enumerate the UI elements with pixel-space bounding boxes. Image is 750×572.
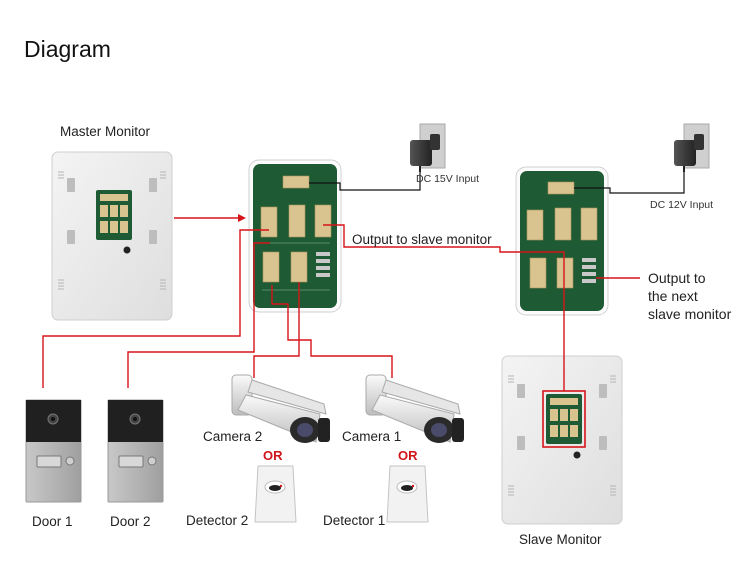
door-2-wire <box>127 242 270 388</box>
output-next-label-line3: slave monitor <box>648 306 732 322</box>
power-wires <box>309 172 685 194</box>
or-label-camera-2: OR <box>263 448 283 463</box>
master-distribution-box <box>248 159 342 313</box>
camera-1 <box>365 374 464 443</box>
door-1-label: Door 1 <box>32 514 73 529</box>
slave-distribution-box <box>515 166 609 316</box>
camera-2-wire <box>253 282 300 378</box>
camera-1-label: Camera 1 <box>342 429 402 444</box>
detector-2-label: Detector 2 <box>186 513 249 528</box>
master-monitor <box>51 151 173 321</box>
camera-1-wire <box>271 285 393 378</box>
detector-1-label: Detector 1 <box>323 513 386 528</box>
page-title: Diagram <box>24 36 111 62</box>
detector-1 <box>386 465 429 523</box>
master-monitor-label: Master Monitor <box>60 124 151 139</box>
slave-monitor-wire <box>323 224 565 391</box>
door-2-label: Door 2 <box>110 514 151 529</box>
output-slave-label: Output to slave monitor <box>352 232 492 247</box>
camera-2 <box>231 374 330 443</box>
or-label-camera-1: OR <box>398 448 418 463</box>
detector-2 <box>254 465 297 523</box>
dc-15v-label: DC 15V Input <box>416 173 480 185</box>
dc-12v-label: DC 12V Input <box>650 199 714 211</box>
output-next-label-line2: the next <box>648 288 698 304</box>
signal-wires <box>42 214 640 391</box>
power-adapter-15v <box>410 123 446 172</box>
door-1-wire <box>42 229 269 388</box>
camera-2-label: Camera 2 <box>203 429 263 444</box>
door-station-1 <box>25 399 82 503</box>
power-adapter-12v <box>674 123 710 172</box>
slave-monitor-label: Slave Monitor <box>519 532 602 547</box>
output-next-label-line1: Output to <box>648 270 706 286</box>
slave-monitor <box>501 355 623 525</box>
door-station-2 <box>107 399 164 503</box>
